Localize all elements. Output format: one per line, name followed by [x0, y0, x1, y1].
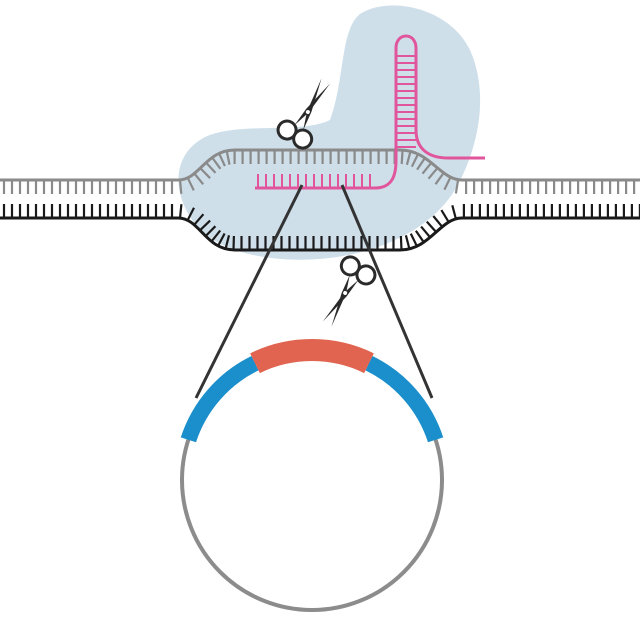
- base-pair-rung: [440, 209, 450, 223]
- base-pair-rung: [199, 167, 211, 179]
- base-pair-rung: [409, 233, 418, 247]
- base-pair-rung: [443, 176, 452, 191]
- base-pair-rung: [434, 172, 445, 185]
- connector-line-left: [194, 184, 304, 399]
- base-pair-rung: [432, 215, 444, 228]
- cas9-protein-blob: [178, 5, 481, 260]
- base-pair-rung: [211, 156, 222, 170]
- base-pair-rung: [405, 151, 412, 166]
- base-pair-rung: [427, 167, 439, 180]
- base-pair-rung: [210, 229, 222, 243]
- guide-rna: [255, 34, 485, 190]
- base-pair-rung: [404, 235, 411, 250]
- connector-line-right: [340, 184, 434, 399]
- base-pair-rung: [217, 232, 226, 247]
- base-pair-rung: [205, 161, 217, 174]
- base-pair-rung: [225, 150, 231, 165]
- base-pair-rung: [454, 179, 460, 194]
- base-pair-rung: [186, 207, 195, 221]
- base-pair-rung: [178, 204, 183, 219]
- base-pair-rung: [416, 157, 426, 171]
- scissors-icon: [276, 78, 331, 150]
- dna-bottom-strand: [0, 216, 640, 252]
- base-pair-rung: [421, 162, 433, 175]
- base-pair-rung: [414, 230, 425, 243]
- base-pair-rung: [193, 213, 205, 226]
- base-pair-rung: [199, 219, 211, 232]
- base-pair-rung: [400, 150, 404, 165]
- base-pair-rung: [399, 235, 403, 251]
- homology-arm-left: [180, 356, 259, 443]
- donor-insert-segment: [250, 339, 374, 374]
- base-pair-rung: [204, 225, 217, 237]
- base-pair-rung: [420, 225, 431, 239]
- base-pair-rung: [224, 235, 231, 250]
- guide-rna-rungs: [257, 55, 416, 188]
- guide-rna-strand: [255, 34, 485, 190]
- scissors-icon: [322, 255, 377, 327]
- base-pair-rung: [193, 172, 205, 185]
- dna-top-strand: [0, 148, 640, 182]
- homology-arm-right: [365, 356, 444, 443]
- base-pair-rung: [410, 153, 419, 168]
- base-pair-rung: [178, 179, 183, 194]
- base-pair-rung: [425, 220, 438, 233]
- base-pair-rung: [218, 152, 226, 167]
- dna-top-rungs: [2, 150, 636, 194]
- base-pair-rung: [186, 177, 195, 191]
- base-pair-rung: [451, 205, 457, 220]
